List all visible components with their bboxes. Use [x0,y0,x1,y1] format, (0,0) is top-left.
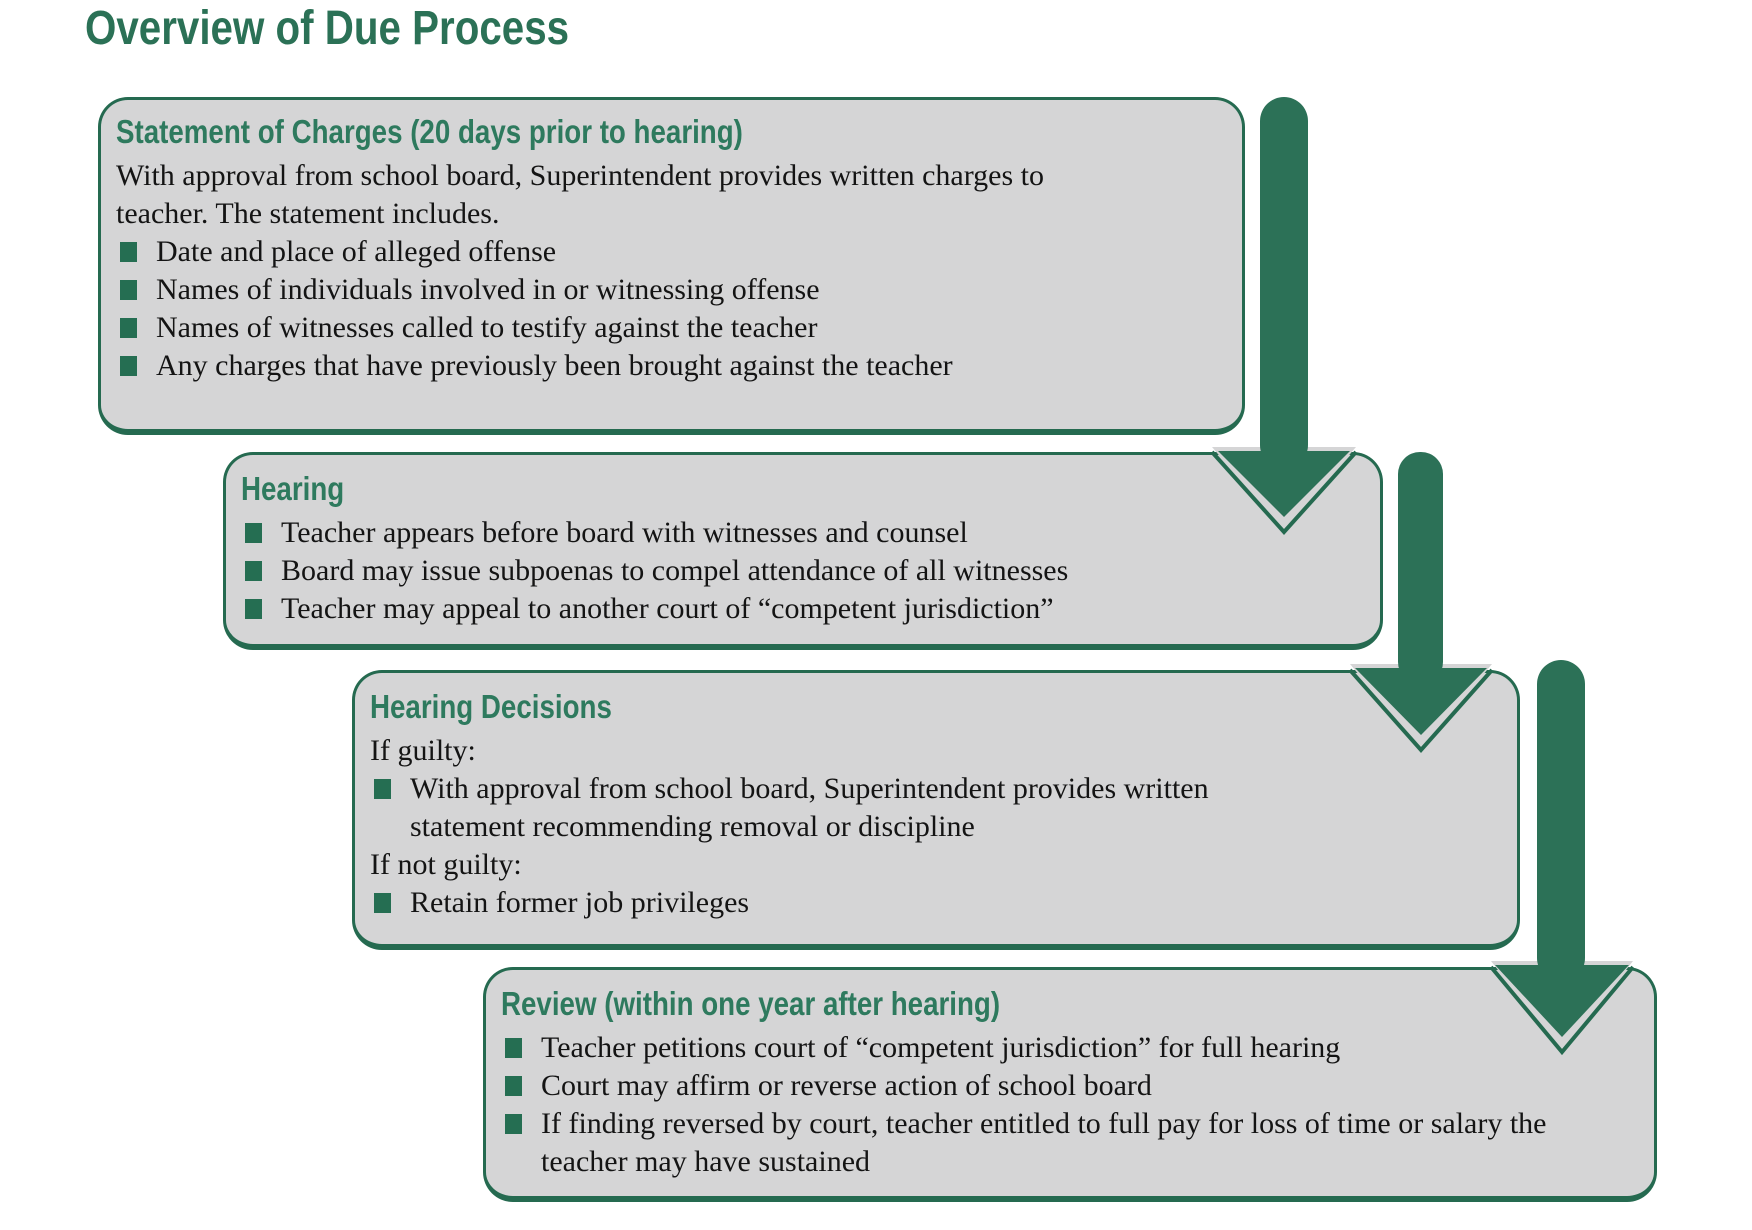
list-item: Retain former job privileges [370,884,1497,922]
list-item: Teacher petitions court of “competent ju… [501,1029,1634,1067]
hearing-decisions-box: Hearing Decisions If guilty: With approv… [352,670,1520,950]
bullet-square-icon [245,523,262,543]
condition-label: If not guilty: [370,848,522,881]
list-item: Any charges that have previously been br… [116,347,1222,385]
bullet-square-icon [374,893,391,913]
list-item: Names of individuals involved in or witn… [116,271,1222,309]
list-item: Date and place of alleged offense [116,233,1222,271]
page-title-text: Overview of Due Process [85,2,570,55]
box-heading: Hearing Decisions [370,685,1497,729]
hearing-box: Hearing Teacher appears before board wit… [223,452,1383,650]
box-heading-text: Review (within one year after hearing) [501,985,1001,1022]
condition-label: If guilty: [370,734,476,767]
list-item: Court may affirm or reverse action of sc… [501,1067,1634,1105]
bullet-square-icon [120,318,137,338]
bullet-text: Teacher petitions court of “competent ju… [541,1031,1341,1064]
bullet-square-icon [120,356,137,376]
box-heading-text: Hearing Decisions [370,688,612,725]
box-heading: Review (within one year after hearing) [501,982,1634,1026]
bullet-square-icon [505,1038,522,1058]
box-heading-text: Statement of Charges (20 days prior to h… [116,113,743,150]
box-intro: With approval from school board, Superin… [116,159,1045,230]
bullet-text: Retain former job privileges [410,886,750,919]
list-item: Names of witnesses called to testify aga… [116,309,1222,347]
bullet-square-icon [245,561,262,581]
list-item: Board may issue subpoenas to compel atte… [241,552,1360,590]
bullet-text: Any charges that have previously been br… [156,349,953,382]
review-box: Review (within one year after hearing) T… [483,967,1657,1202]
bullet-text: Date and place of alleged offense [156,235,557,268]
list-item: Teacher may appeal to another court of “… [241,590,1360,628]
bullet-text: Court may affirm or reverse action of sc… [541,1069,1152,1102]
list-item: Teacher appears before board with witnes… [241,514,1360,552]
box-heading-text: Hearing [241,470,345,507]
bullet-square-icon [120,280,137,300]
bullet-square-icon [505,1114,522,1134]
box-heading: Hearing [241,467,1360,511]
page-title: Overview of Due Process [85,0,661,58]
bullet-text: Teacher may appeal to another court of “… [281,592,1054,625]
bullet-square-icon [245,599,262,619]
bullet-square-icon [120,242,137,262]
list-item: If finding reversed by court, teacher en… [501,1105,1634,1181]
statement-of-charges-box: Statement of Charges (20 days prior to h… [98,97,1245,435]
bullet-text: Teacher appears before board with witnes… [281,516,968,549]
bullet-square-icon [505,1076,522,1096]
bullet-text: If finding reversed by court, teacher en… [541,1107,1547,1178]
bullet-text: Names of individuals involved in or witn… [156,273,820,306]
list-item: With approval from school board, Superin… [370,770,1497,846]
bullet-square-icon [374,779,391,799]
bullet-text: Board may issue subpoenas to compel atte… [281,554,1069,587]
box-heading: Statement of Charges (20 days prior to h… [116,110,1222,154]
bullet-text: With approval from school board, Superin… [410,772,1209,843]
bullet-text: Names of witnesses called to testify aga… [156,311,818,344]
